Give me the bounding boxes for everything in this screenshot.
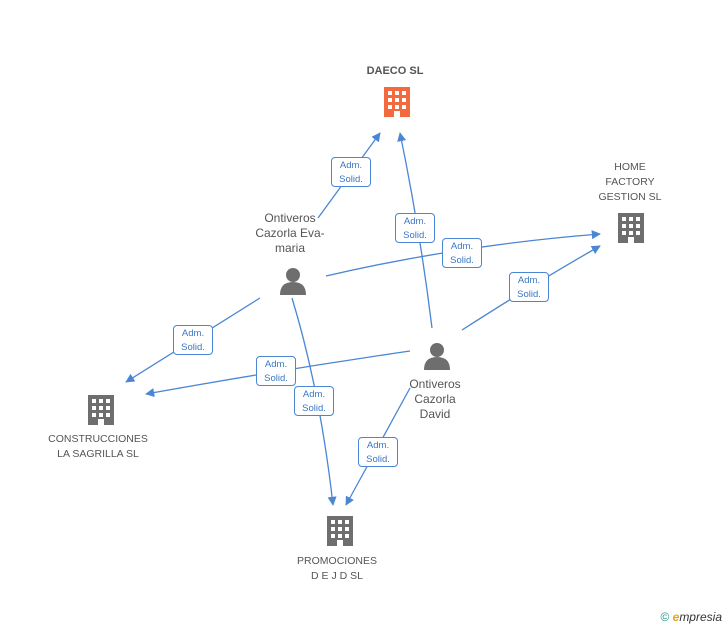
edge-label-line: Adm. [403, 216, 427, 227]
eva-person-icon [280, 268, 306, 295]
edge-label-line: Solid. [339, 174, 363, 185]
home-factory-label[interactable]: HOME FACTORY GESTION SL [580, 160, 680, 205]
promociones-label-line: D E J D SL [311, 570, 363, 582]
edge-label-line: Solid. [403, 230, 427, 241]
logo-text: mpresia [679, 610, 722, 624]
edge-label-line: Adm. [450, 241, 474, 252]
david-label-line: Cazorla [414, 392, 456, 406]
edge-label-line: Solid. [517, 289, 541, 300]
edge-label-eva-construcciones[interactable]: Adm. Solid. [173, 325, 213, 355]
edge-label-david-home[interactable]: Adm. Solid. [509, 272, 549, 302]
home-factory-label-line: HOME [614, 161, 646, 173]
edge-label-david-daeco[interactable]: Adm. Solid. [395, 213, 435, 243]
construcciones-label[interactable]: CONSTRUCCIONES LA SAGRILLA SL [38, 432, 158, 462]
edge-label-eva-daeco[interactable]: Adm. Solid. [331, 157, 371, 187]
edge-label-line: Adm. [181, 328, 205, 339]
edge-label-line: Solid. [181, 342, 205, 353]
david-label-line: Ontiveros [409, 377, 461, 391]
edge-label-david-construcciones[interactable]: Adm. Solid. [256, 356, 296, 386]
edge-label-line: Adm. [366, 440, 390, 451]
edge-label-eva-promociones[interactable]: Adm. Solid. [294, 386, 334, 416]
promociones-label-line: PROMOCIONES [297, 555, 377, 567]
edge-label-line: Solid. [302, 403, 326, 414]
david-person-icon [424, 343, 450, 370]
promociones-building-icon [327, 516, 353, 546]
david-label-line: David [419, 407, 451, 421]
edge-label-line: Solid. [366, 454, 390, 465]
david-label[interactable]: Ontiveros Cazorla David [385, 377, 485, 422]
edge-label-line: Solid. [264, 373, 288, 384]
edge-label-eva-home[interactable]: Adm. Solid. [442, 238, 482, 268]
edge-label-line: Adm. [302, 389, 326, 400]
daeco-building-icon [384, 87, 410, 117]
eva-label-line: Ontiveros [264, 211, 316, 225]
edge-label-line: Adm. [339, 160, 363, 171]
eva-label-line: maria [274, 241, 305, 255]
construcciones-building-icon [88, 395, 114, 425]
edge-label-line: Solid. [450, 255, 474, 266]
eva-label[interactable]: Ontiveros Cazorla Eva- maria [240, 211, 340, 256]
edge-label-line: Adm. [517, 275, 541, 286]
eva-label-line: Cazorla Eva- [255, 226, 325, 240]
copyright-symbol: © [660, 610, 670, 624]
empresia-logo: empresia [673, 610, 722, 624]
logo-initial: e [672, 610, 680, 624]
promociones-label[interactable]: PROMOCIONES D E J D SL [287, 554, 387, 584]
edge-label-david-promociones[interactable]: Adm. Solid. [358, 437, 398, 467]
daeco-label[interactable]: DAECO SL [366, 65, 424, 77]
construcciones-label-line: CONSTRUCCIONES [48, 433, 148, 445]
edge-label-line: Adm. [264, 359, 288, 370]
home-factory-building-icon [618, 213, 644, 243]
home-factory-label-line: FACTORY [605, 176, 655, 188]
home-factory-label-line: GESTION SL [598, 191, 662, 203]
construcciones-label-line: LA SAGRILLA SL [57, 448, 139, 460]
empresia-footer[interactable]: © empresia [660, 610, 722, 624]
